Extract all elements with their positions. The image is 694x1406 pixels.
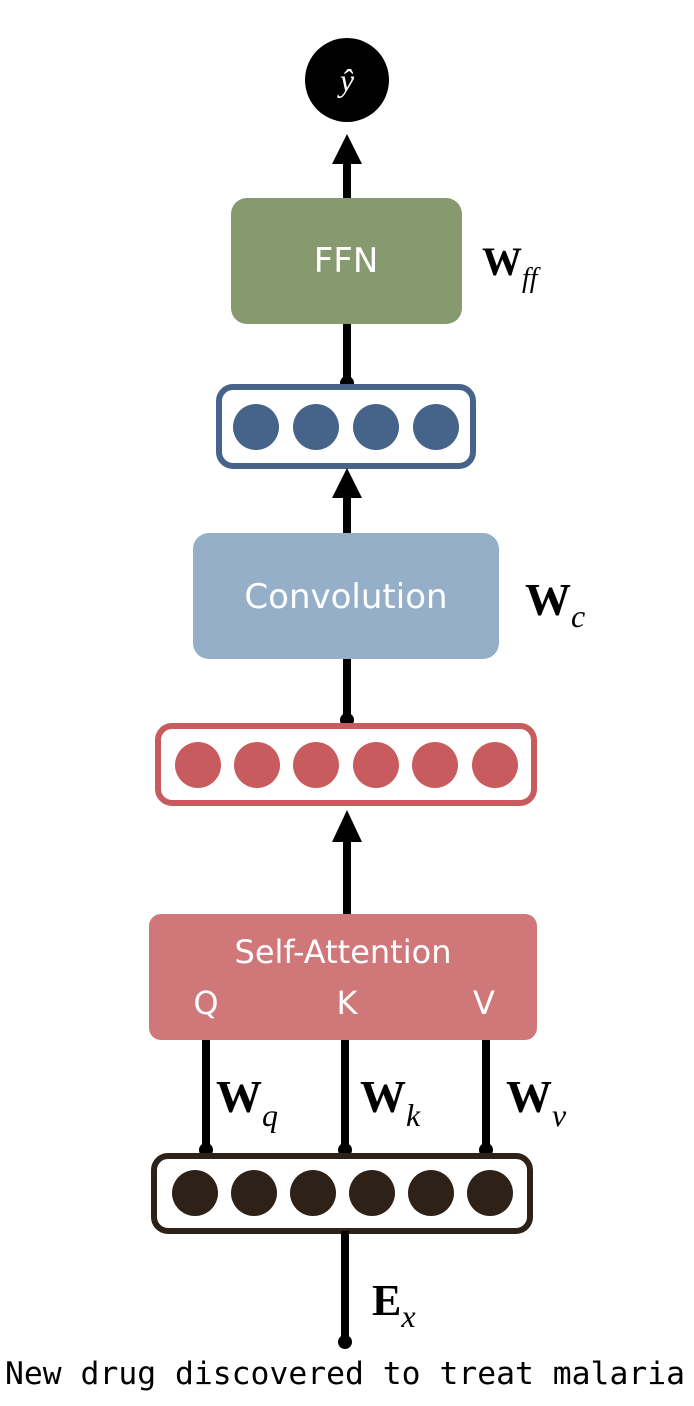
blue-vector	[216, 384, 476, 469]
k-connection	[338, 1040, 352, 1157]
embedding-connection	[338, 1231, 352, 1349]
wv-weight: Wv	[506, 1071, 567, 1133]
red-unit	[293, 742, 339, 788]
embedding-weight: Ex	[372, 1276, 416, 1334]
output-symbol: ŷ	[337, 62, 355, 98]
red-vector	[155, 723, 537, 806]
input-unit	[467, 1170, 513, 1216]
attention-v-label: V	[473, 984, 495, 1022]
input-unit	[349, 1170, 395, 1216]
blue-unit	[353, 404, 399, 450]
output-node	[305, 38, 389, 122]
ffn-block	[231, 198, 462, 324]
self-attention-block	[149, 914, 537, 1040]
wq-weight: Wq	[216, 1071, 278, 1133]
input-unit	[290, 1170, 336, 1216]
red-unit	[412, 742, 458, 788]
arrow-conv-to-blue	[332, 468, 362, 533]
attention-k-label: K	[337, 984, 359, 1022]
arrow-ffn-to-output	[332, 134, 362, 198]
arrow-blue-to-ffn	[340, 324, 354, 390]
ffn-weight: Wff	[482, 239, 541, 294]
convolution-label: Convolution	[244, 577, 447, 617]
red-unit	[353, 742, 399, 788]
blue-unit	[413, 404, 459, 450]
q-connection	[199, 1040, 213, 1157]
input-unit	[408, 1170, 454, 1216]
input-sentence: New drug discovered to treat malaria	[5, 1356, 685, 1392]
v-connection	[479, 1040, 493, 1157]
input-vector	[151, 1153, 533, 1234]
wk-weight: Wk	[360, 1071, 421, 1133]
input-unit	[231, 1170, 277, 1216]
blue-unit	[293, 404, 339, 450]
arrow-red-to-conv	[340, 659, 354, 727]
red-unit	[175, 742, 221, 788]
red-unit	[472, 742, 518, 788]
self-attention-label: Self-Attention	[235, 933, 452, 971]
convolution-weight: Wc	[525, 574, 585, 634]
attention-q-label: Q	[193, 984, 218, 1022]
convolution-block	[193, 533, 499, 659]
input-unit	[172, 1170, 218, 1216]
arrow-attn-to-red	[332, 810, 362, 914]
ffn-label: FFN	[314, 241, 379, 281]
red-unit	[234, 742, 280, 788]
blue-unit	[233, 404, 279, 450]
